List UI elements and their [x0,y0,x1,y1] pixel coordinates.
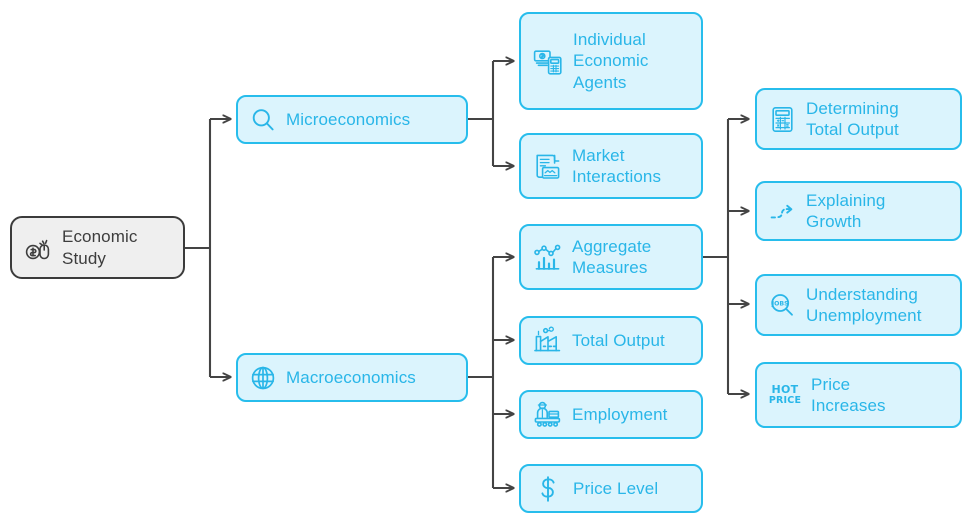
node-label: Individual Economic Agents [573,29,649,92]
node-label: Economic Study [62,227,138,268]
node-price-increases[interactable]: HOT PRICE Price Increases [755,362,962,428]
node-label: Aggregate Measures [572,236,652,277]
jobs-magnifier-icon: JOBS [768,291,797,320]
node-label: Total Output [572,330,665,350]
node-individual-economic-agents[interactable]: Individual Economic Agents [519,12,703,110]
node-employment[interactable]: Employment [519,390,703,439]
svg-text:JOBS: JOBS [771,300,789,307]
hot-price-icon-line1: HOT [771,383,799,397]
node-explaining-growth[interactable]: Explaining Growth [755,181,962,241]
globe-icon [249,364,277,392]
node-label: Employment [572,404,668,424]
cash-calculator-icon [532,45,564,77]
worker-conveyor-icon [532,399,563,430]
hot-price-icon-line2: PRICE [768,394,802,406]
node-label: Understanding Unemployment [806,284,922,325]
node-label: Market Interactions [572,145,662,186]
dollar-sign-icon [532,474,564,504]
dashed-arrow-up-icon [768,198,797,224]
node-label: Price Increases [811,374,886,415]
hot-price-icon: HOT PRICE [768,384,802,406]
node-price-level[interactable]: Price Level [519,464,703,513]
node-label: Explaining Growth [806,190,886,231]
contract-handshake-icon [532,151,563,182]
node-aggregate-measures[interactable]: Aggregate Measures [519,224,703,290]
node-understanding-unemployment[interactable]: JOBS Understanding Unemployment [755,274,962,336]
line-bar-chart-icon [532,242,563,273]
node-macroeconomics[interactable]: Macroeconomics [236,353,468,402]
magnifier-icon [249,106,277,134]
factory-icon [532,325,563,356]
node-label: Microeconomics [286,109,411,129]
node-economic-study[interactable]: Economic Study [10,216,185,279]
node-total-output[interactable]: Total Output [519,316,703,365]
node-label: Determining Total Output [806,98,899,139]
node-label: Macroeconomics [286,367,416,387]
money-mouse-icon [23,233,53,263]
node-determining-total-output[interactable]: Determining Total Output [755,88,962,150]
node-label: Price Level [573,478,659,498]
node-microeconomics[interactable]: Microeconomics [236,95,468,144]
node-market-interactions[interactable]: Market Interactions [519,133,703,199]
calculator-icon [768,105,797,134]
